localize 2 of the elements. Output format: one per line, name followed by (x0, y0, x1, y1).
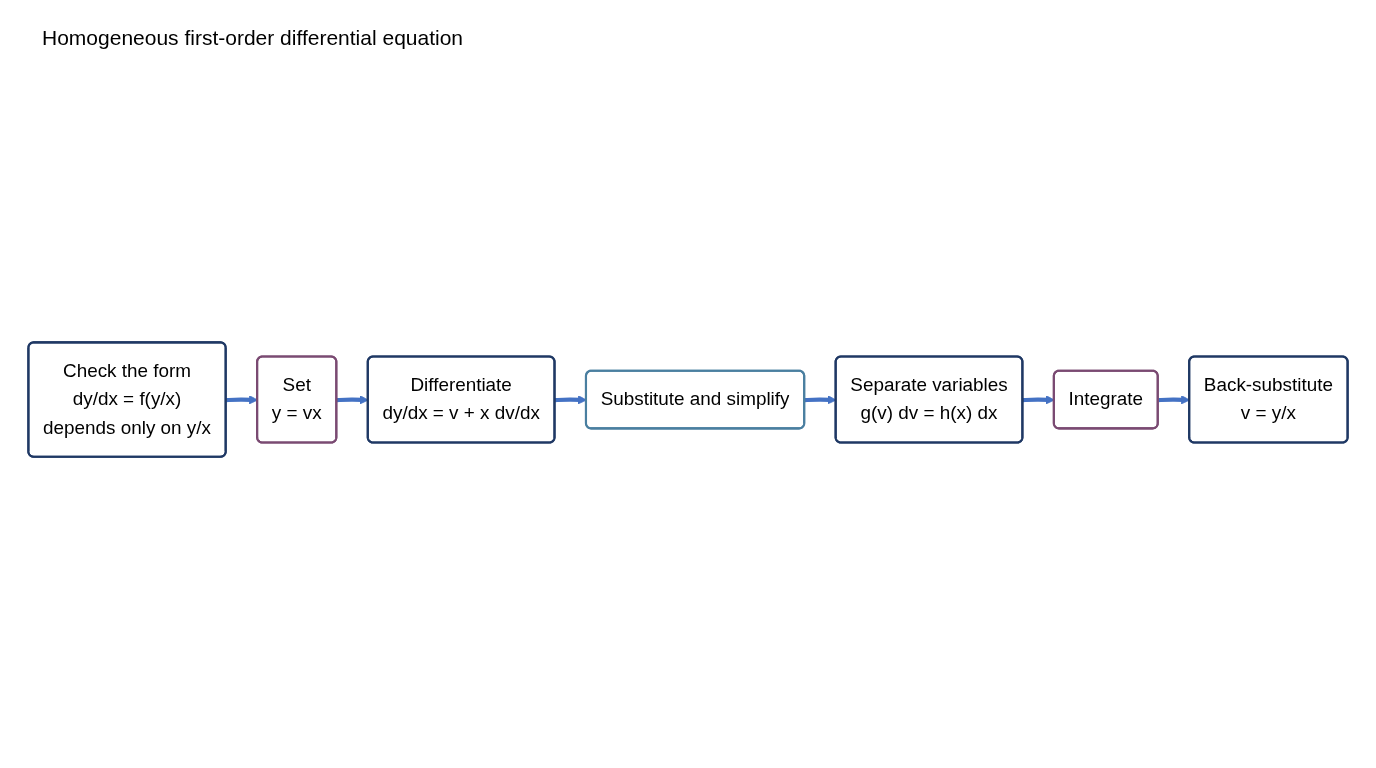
diagram-title: Homogeneous first-order differential equation (42, 26, 464, 50)
flowchart: Check the form dy/dx = f(y/x) depends only on y/x Set y = vx Differentiate dy/dx = v + x dv/dx Substitute and simplify Separate variables g(v) dv = h(x) dx Integrate Back-substitute v = y/x (20, 334, 1356, 466)
